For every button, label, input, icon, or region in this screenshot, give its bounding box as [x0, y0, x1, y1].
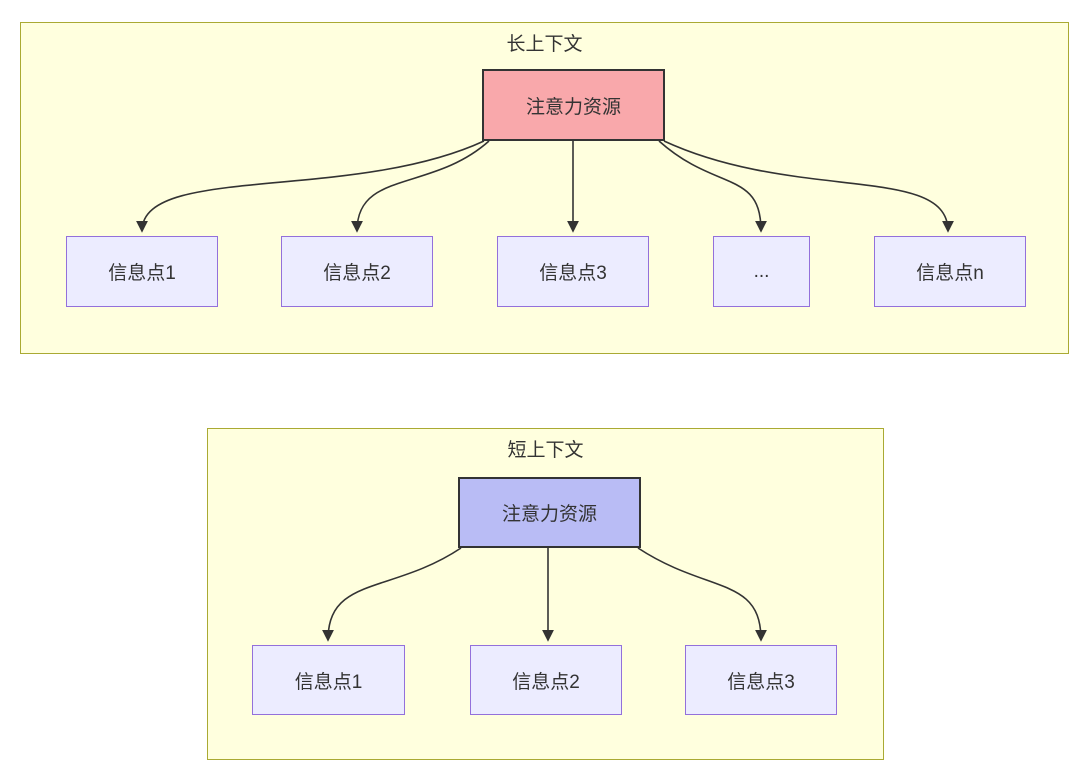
node-long-info-ellipsis: ... [713, 236, 810, 307]
node-long-info-2: 信息点2 [281, 236, 433, 307]
node-short-info-2: 信息点2 [470, 645, 622, 715]
node-long-info-3: 信息点3 [497, 236, 649, 307]
node-long-attention: 注意力资源 [482, 69, 665, 141]
node-long-info-1: 信息点1 [66, 236, 218, 307]
node-short-info-3: 信息点3 [685, 645, 837, 715]
node-short-attention: 注意力资源 [458, 477, 641, 548]
node-short-info-1: 信息点1 [252, 645, 405, 715]
cluster-short-context-title: 短上下文 [507, 440, 584, 461]
cluster-long-context-title: 长上下文 [506, 34, 583, 55]
node-long-info-n: 信息点n [874, 236, 1026, 307]
